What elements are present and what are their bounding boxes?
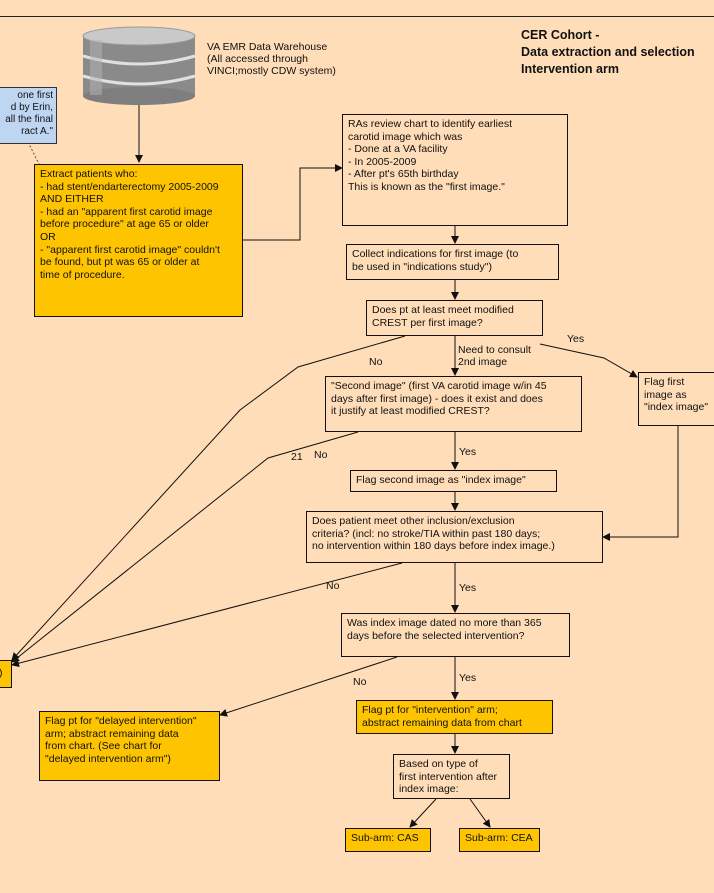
label-consult: Need to consult 2nd image (458, 344, 531, 368)
label-yes-inclusion: Yes (459, 582, 477, 594)
delayed-intervention-box: Flag pt for "delayed intervention" arm; … (39, 711, 220, 781)
extract-patients-box: Extract patients who: - had stent/endart… (34, 164, 243, 317)
label-yes-crest: Yes (567, 333, 585, 345)
intervention-arm-box: Flag pt for "intervention" arm; abstract… (356, 700, 553, 734)
database-icon (82, 26, 196, 105)
chart-title: CER Cohort - Data extraction and selecti… (521, 27, 695, 78)
label-no-inclusion: No (326, 580, 340, 592)
sub-arm-cea-box: Sub-arm: CEA (459, 828, 540, 852)
ras-review-box: RAs review chart to identify earliest ca… (342, 114, 568, 226)
based-on-box: Based on type of first intervention afte… (393, 754, 510, 799)
label-yes-365: Yes (459, 672, 477, 684)
second-image-box: "Second image" (first VA carotid image w… (325, 376, 582, 432)
flag-first-image-box: Flag first image as "index image" (638, 372, 714, 426)
crest-question-box: Does pt at least meet modified CREST per… (366, 300, 543, 336)
flag-second-image-box: Flag second image as "index image" (350, 470, 557, 492)
top-divider (0, 16, 714, 17)
inclusion-criteria-box: Does patient meet other inclusion/exclus… (306, 511, 603, 563)
comment-note: one first d by Erin, all the final ract … (0, 87, 57, 144)
title-line-2: Data extraction and selection (521, 45, 695, 59)
label-no-365: No (353, 676, 367, 688)
title-line-3: Intervention arm (521, 62, 619, 76)
label-no-crest: No (369, 356, 383, 368)
label-yes-second: Yes (459, 446, 477, 458)
title-line-1: CER Cohort - (521, 28, 600, 42)
label-no-second: No (314, 449, 328, 461)
database-label: VA EMR Data Warehouse (All accessed thro… (207, 41, 336, 77)
left-edge-box: ) (0, 660, 12, 688)
label-21: 21 (291, 451, 303, 463)
sub-arm-cas-box: Sub-arm: CAS (345, 828, 431, 852)
collect-indications-box: Collect indications for first image (to … (346, 244, 559, 280)
index-365-box: Was index image dated no more than 365 d… (341, 613, 570, 657)
